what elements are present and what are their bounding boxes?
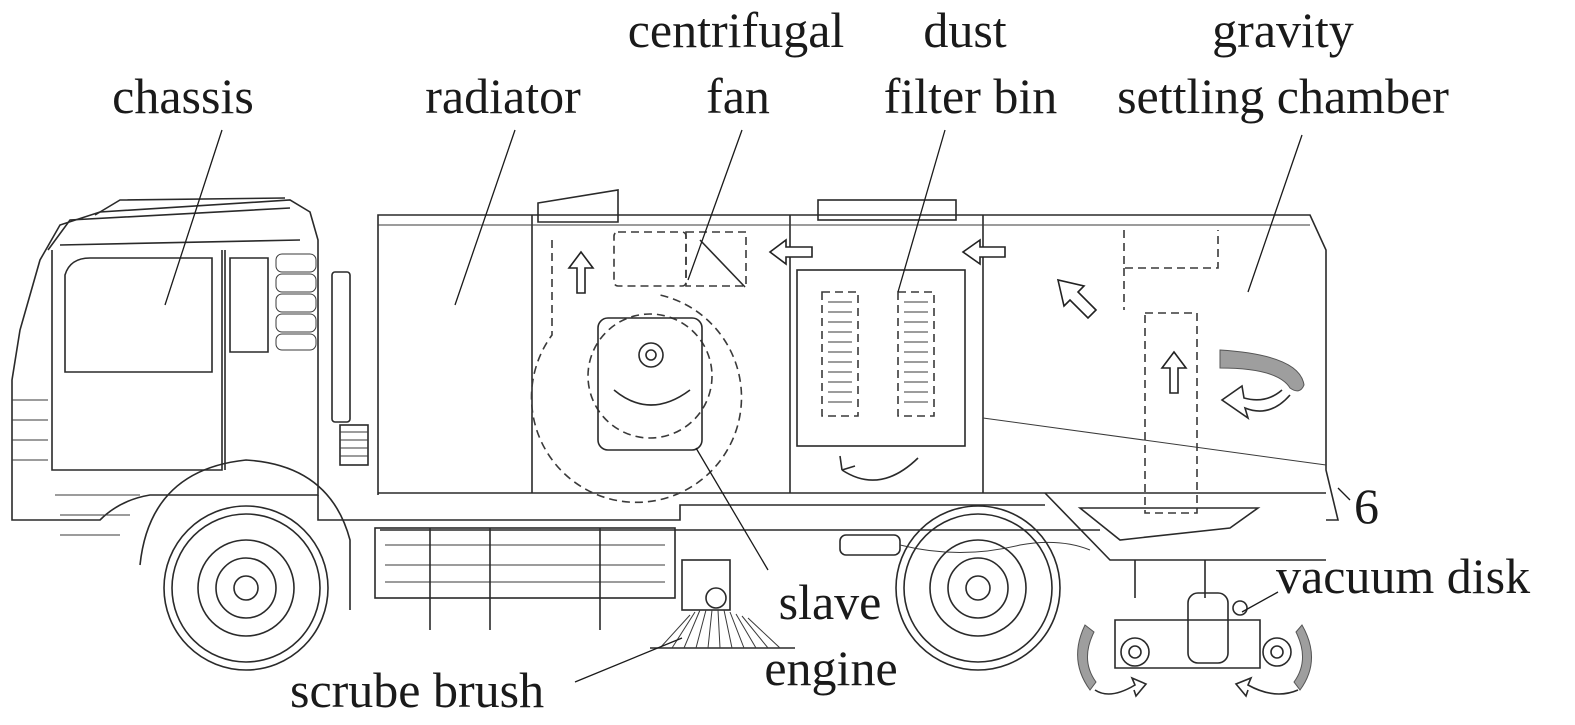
centrifugal-fan-drawing	[530, 231, 747, 504]
scrub-brush-drawing	[650, 559, 795, 649]
body	[377, 189, 1340, 561]
label-dust-line1: dust	[923, 2, 1007, 58]
label-chassis: chassis	[112, 68, 254, 124]
label-gravity-line2: settling chamber	[1117, 68, 1449, 124]
vacuum-disk-drawing	[1077, 560, 1312, 698]
label-centrifugal-line1: centrifugal	[627, 2, 845, 58]
label-radiator: radiator	[425, 68, 581, 124]
filter-elements	[821, 291, 935, 417]
label-gravity-line1: gravity	[1212, 2, 1354, 58]
label-slave-line1: slave	[778, 574, 882, 630]
label-scrube-brush: scrube brush	[290, 662, 545, 718]
airflow-arrows	[567, 238, 1188, 481]
front-wheel	[139, 459, 351, 671]
leader-lines	[164, 129, 1351, 683]
label-number-6: 6	[1354, 478, 1379, 534]
label-dust-line2: filter bin	[883, 68, 1058, 124]
frame	[317, 495, 1100, 630]
label-vacuum-disk: vacuum disk	[1276, 548, 1531, 604]
rear-wheel	[895, 505, 1061, 671]
label-slave-line2: engine	[764, 640, 898, 696]
label-centrifugal-line2: fan	[706, 68, 770, 124]
cab	[11, 197, 369, 536]
